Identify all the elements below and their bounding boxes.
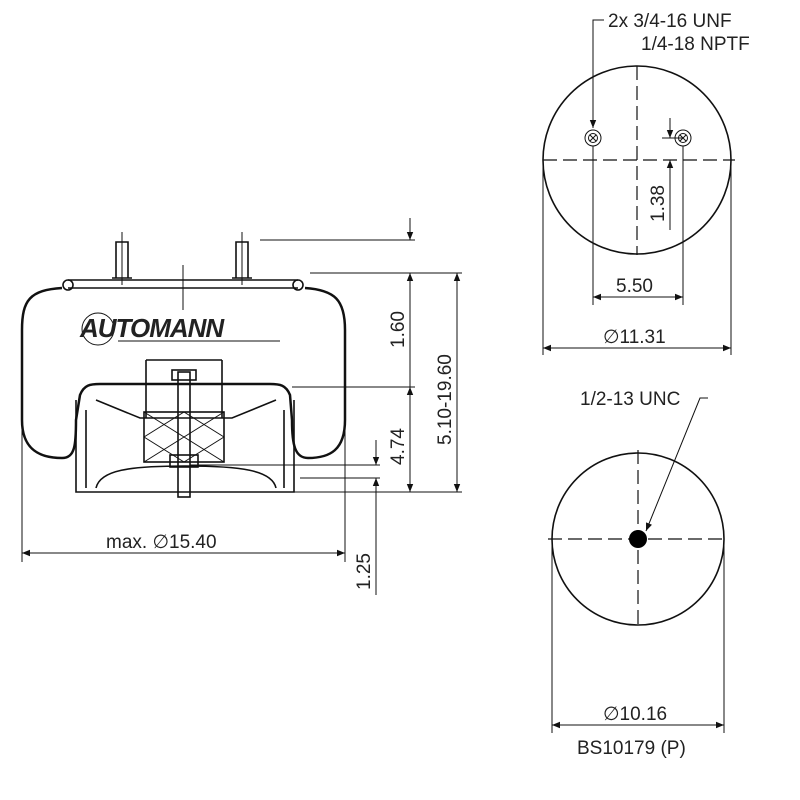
mounting-stud-left — [112, 232, 132, 285]
dim-4-74: 4.74 — [388, 387, 414, 492]
dim-11-31: ∅11.31 — [543, 327, 731, 352]
dim-1-60: 1.60 — [388, 218, 414, 387]
svg-text:∅10.16: ∅10.16 — [603, 704, 667, 725]
svg-text:2x 3/4-16 UNF: 2x 3/4-16 UNF — [608, 11, 732, 32]
dim-max-diameter: max. ∅15.40 — [22, 532, 345, 557]
piston — [75, 359, 295, 498]
svg-text:1/2-13 UNC: 1/2-13 UNC — [580, 389, 680, 410]
mounting-stud-right — [232, 232, 252, 285]
svg-text:1/4-18 NPTF: 1/4-18 NPTF — [641, 34, 750, 55]
bellows-outline — [20, 286, 347, 460]
svg-text:1.38: 1.38 — [648, 185, 669, 222]
dim-5-50: 5.50 — [593, 276, 683, 301]
svg-text:AUTOMANN: AUTOMANN — [79, 313, 225, 343]
dim-5-10-19-60: 5.10-19.60 — [435, 273, 461, 492]
svg-text:5.50: 5.50 — [616, 276, 653, 297]
stud-hole-left — [584, 129, 602, 147]
svg-text:4.74: 4.74 — [388, 428, 409, 465]
part-number: BS10179 (P) — [577, 738, 686, 759]
top-view: 2x 3/4-16 UNF 1/4-18 NPTF 1.38 5.50 ∅11.… — [542, 11, 750, 355]
svg-text:5.10-19.60: 5.10-19.60 — [435, 354, 456, 445]
center-bolt-hole — [629, 530, 647, 548]
svg-text:∅11.31: ∅11.31 — [603, 327, 666, 348]
svg-text:1.25: 1.25 — [354, 553, 375, 590]
bottom-view: 1/2-13 UNC ∅10.16 BS10179 (P) — [548, 389, 728, 759]
automann-logo: AUTOMANN — [79, 312, 280, 346]
dim-1-38: 1.38 — [648, 118, 683, 230]
svg-text:1.60: 1.60 — [388, 311, 409, 348]
dim-10-16: ∅10.16 — [552, 704, 724, 729]
svg-text:max. ∅15.40: max. ∅15.40 — [106, 532, 217, 553]
dim-1-25: 1.25 — [354, 440, 380, 595]
side-view: AUTOMANN 1.60 5.10-19.60 4.74 1.25 max. … — [20, 218, 462, 595]
